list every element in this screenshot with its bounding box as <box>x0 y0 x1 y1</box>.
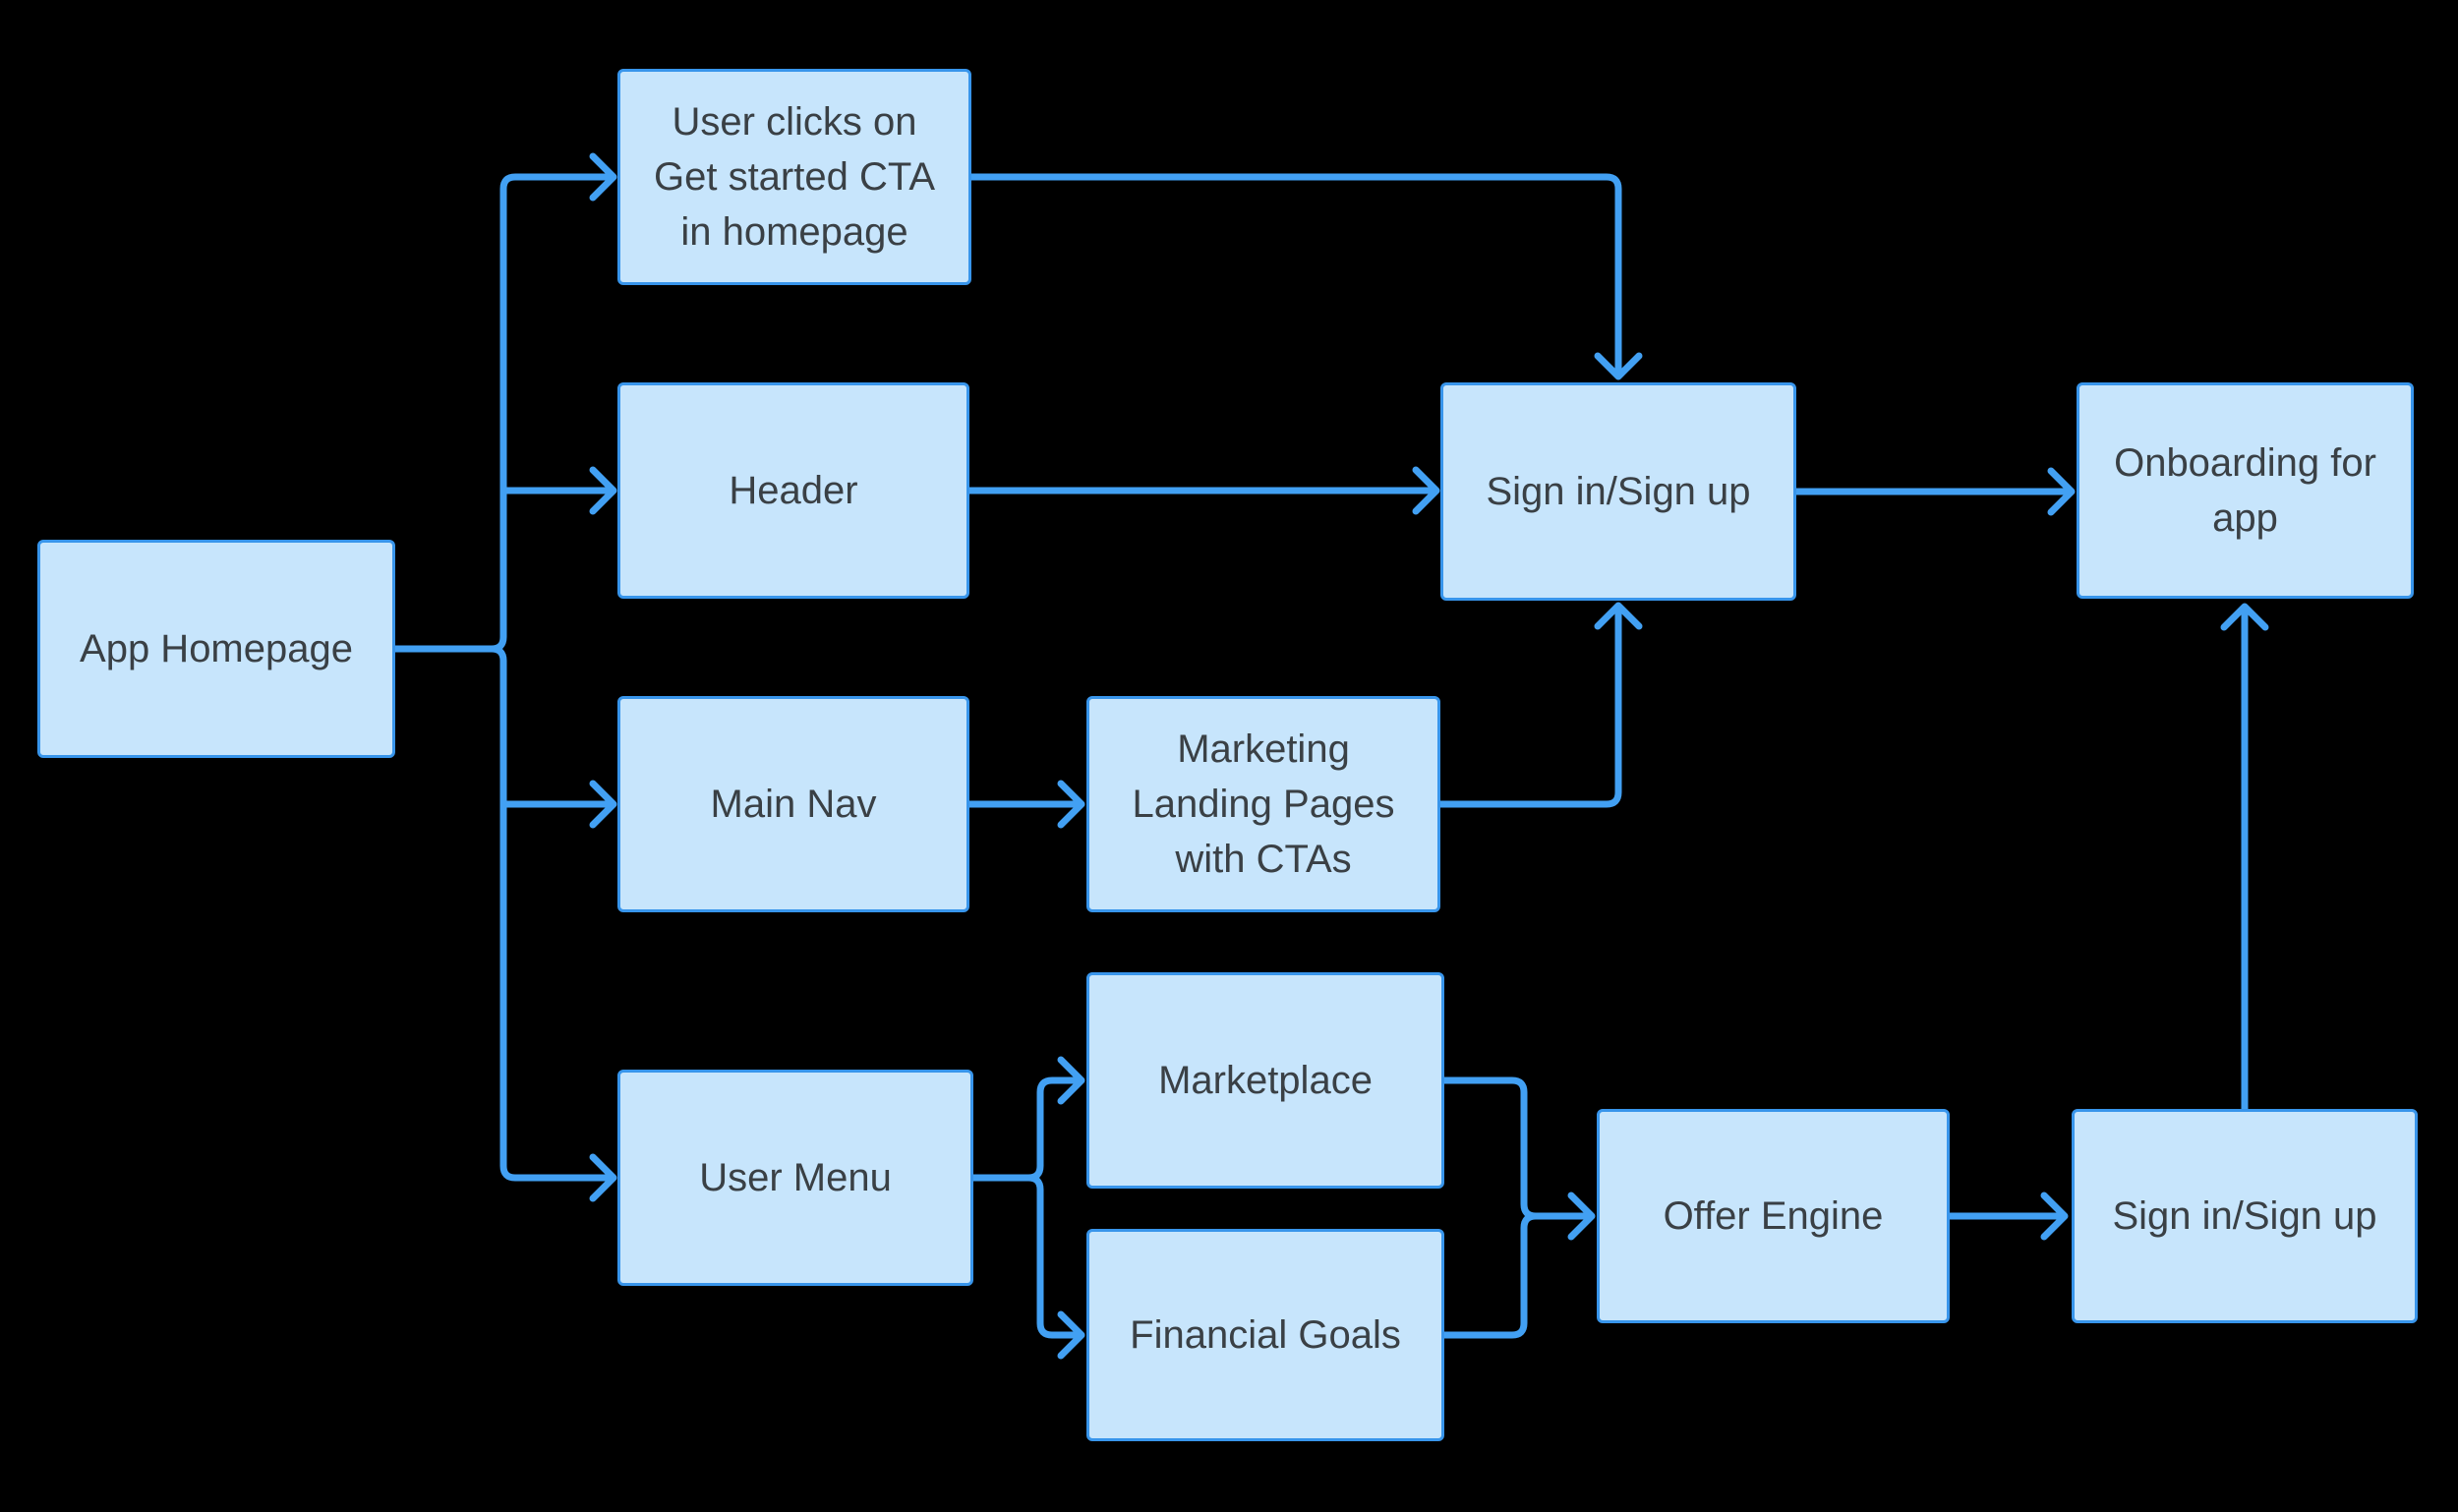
node-header[interactable]: Header <box>617 382 969 599</box>
node-app-homepage[interactable]: App Homepage <box>37 540 395 758</box>
node-marketplace[interactable]: Marketplace <box>1086 972 1444 1189</box>
edge-marketing-to-sign-in <box>1436 602 1643 808</box>
edge-user-menu-to-marketplace <box>969 1056 1085 1182</box>
edge-app-homepage-to-user-menu <box>488 645 617 1202</box>
arrowhead-right-icon <box>1057 1056 1085 1105</box>
arrowhead-right-icon <box>589 1153 617 1202</box>
arrowhead-up-icon <box>1594 602 1643 630</box>
arrowhead-right-icon <box>1567 1192 1596 1241</box>
arrowhead-right-icon <box>1412 466 1440 515</box>
edge-marketplace-to-offer-engine <box>1440 1076 1593 1220</box>
node-label: Onboarding for app <box>2114 441 2376 540</box>
edge-header-to-sign-in <box>966 466 1440 515</box>
edge-sign-in-to-onboarding <box>1792 467 2076 516</box>
edge-financial-goals-to-offer-engine <box>1440 1192 1596 1339</box>
edge-offer-engine-to-sign-in-2 <box>1946 1192 2069 1241</box>
edge-app-homepage-to-get-started-cta <box>391 152 617 653</box>
node-user-menu[interactable]: User Menu <box>617 1070 973 1286</box>
node-label: Main Nav <box>710 783 877 826</box>
edge-sign-in-2-to-onboarding <box>2220 603 2269 1113</box>
node-label: Marketing Landing Pages with CTAs <box>1132 727 1395 881</box>
arrowhead-down-icon <box>1594 352 1643 380</box>
arrowhead-right-icon <box>589 466 617 515</box>
node-sign-in-sign-up[interactable]: Sign in/Sign up <box>1440 382 1796 601</box>
node-get-started-cta[interactable]: User clicks on Get started CTA in homepa… <box>617 69 971 285</box>
arrowhead-right-icon <box>589 152 617 202</box>
edge-main-nav-to-marketing <box>966 780 1085 829</box>
arrowhead-right-icon <box>1057 780 1085 829</box>
node-onboarding-for-app[interactable]: Onboarding for app <box>2077 382 2414 599</box>
arrowhead-up-icon <box>2220 603 2269 631</box>
node-label: Offer Engine <box>1663 1194 1884 1238</box>
node-label: Marketplace <box>1158 1059 1373 1102</box>
node-main-nav[interactable]: Main Nav <box>617 696 969 912</box>
node-marketing-landing-pages[interactable]: Marketing Landing Pages with CTAs <box>1086 696 1440 912</box>
node-label: App Homepage <box>80 627 353 670</box>
node-label: Financial Goals <box>1130 1313 1401 1357</box>
arrowhead-right-icon <box>589 780 617 829</box>
arrowhead-right-icon <box>2040 1192 2069 1241</box>
edge-get-started-cta-to-sign-in <box>967 173 1643 380</box>
arrowhead-right-icon <box>1057 1310 1085 1360</box>
edge-app-homepage-to-main-nav <box>499 780 617 829</box>
node-label: Sign in/Sign up <box>1486 470 1751 513</box>
node-label: User Menu <box>699 1156 892 1199</box>
node-financial-goals[interactable]: Financial Goals <box>1086 1229 1444 1441</box>
edge-user-menu-to-financial-goals <box>1024 1174 1085 1360</box>
node-label: User clicks on Get started CTA in homepa… <box>653 100 935 254</box>
node-sign-in-sign-up-2[interactable]: Sign in/Sign up <box>2072 1109 2418 1323</box>
node-label: Sign in/Sign up <box>2112 1194 2377 1238</box>
node-label: Header <box>729 469 858 512</box>
edge-app-homepage-to-header <box>499 466 617 515</box>
arrowhead-right-icon <box>2047 467 2076 516</box>
node-offer-engine[interactable]: Offer Engine <box>1597 1109 1950 1323</box>
